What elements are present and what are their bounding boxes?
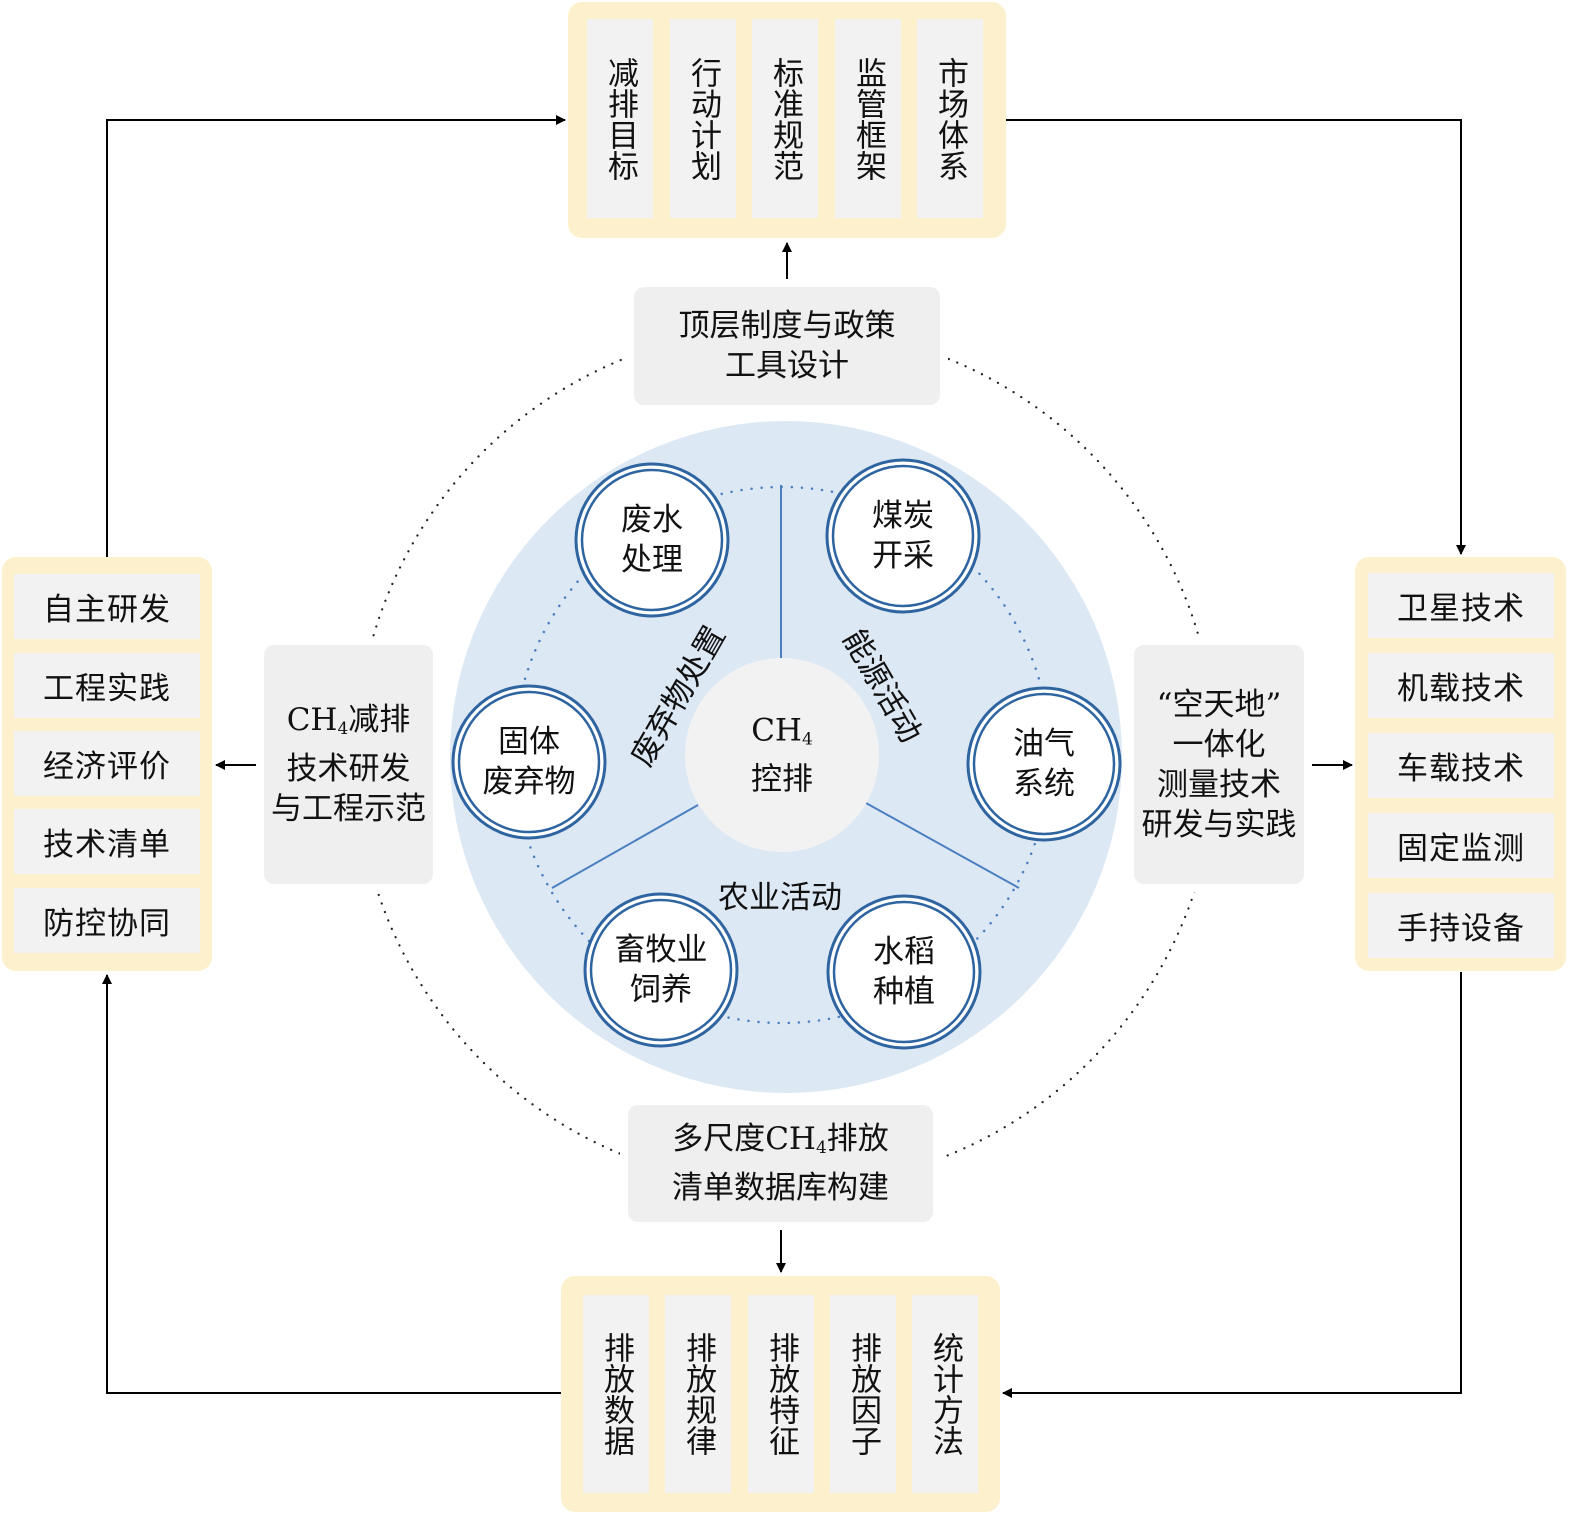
- arrow-top-to-right: [1006, 119, 1466, 555]
- arrow-right-to-bottom: [1002, 972, 1462, 1398]
- sector-divider: [551, 804, 699, 889]
- policy-item: 减排目标: [587, 19, 653, 218]
- hub-text: 多尺度CH4排放: [672, 1121, 889, 1158]
- technology-item: 自主研发: [14, 574, 200, 639]
- hub-text: 技术研发: [286, 751, 411, 787]
- technology-item: 技术清单: [14, 809, 200, 874]
- source-coal-mining: 煤炭开采: [872, 498, 934, 574]
- sector-divider: [865, 802, 1020, 889]
- measurement-item: 车载技术: [1368, 733, 1554, 798]
- hub-text: 一体化: [1172, 726, 1266, 763]
- hub-policy-design: 顶层制度与政策工具设计: [634, 287, 940, 405]
- hub-text: 测量技术: [1157, 766, 1281, 803]
- hub-text: 工具设计: [725, 348, 849, 384]
- policy-item: 监管框架: [835, 19, 901, 218]
- center-disk: [685, 658, 879, 852]
- policy-item: 市场体系: [917, 19, 983, 218]
- inventory-item: 排放因子: [830, 1295, 896, 1493]
- inventory-item: 排放规律: [665, 1295, 731, 1493]
- source-circle-inner-ring: [831, 464, 975, 608]
- source-rice: 水稻种植: [873, 934, 935, 1010]
- inventory-item: 排放特征: [748, 1295, 814, 1493]
- source-circle-inner-ring: [832, 900, 976, 1044]
- source-circle-inner-ring: [972, 692, 1116, 836]
- center-label: CH4 控排: [751, 712, 813, 798]
- source-wastewater: 废水处理: [621, 502, 683, 578]
- hub-measurement-technology: “空天地”一体化测量技术研发与实践: [1134, 645, 1304, 884]
- category-agriculture: 农业活动: [718, 880, 842, 916]
- hub-text: 顶层制度与政策: [678, 308, 896, 344]
- source-solid-waste: 固体废弃物: [482, 724, 576, 800]
- hub-text: CH4减排: [286, 702, 411, 739]
- arrow-left-to-top: [106, 115, 566, 557]
- hub-text: 与工程示范: [271, 791, 426, 827]
- hub-reduction-technology: CH4减排技术研发与工程示范: [264, 645, 433, 884]
- measurement-item: 机载技术: [1368, 653, 1554, 718]
- technology-item: 防控协同: [14, 888, 200, 953]
- policy-item: 行动计划: [670, 19, 736, 218]
- technology-item: 工程实践: [14, 653, 200, 718]
- measurement-item: 卫星技术: [1368, 573, 1554, 638]
- inventory-item: 排放数据: [583, 1295, 649, 1493]
- inventory-item: 统计方法: [912, 1295, 978, 1493]
- source-circle-inner-ring: [457, 690, 601, 834]
- source-circle-inner-ring: [580, 468, 724, 612]
- measurement-item: 手持设备: [1368, 893, 1554, 958]
- technology-item: 经济评价: [14, 731, 200, 796]
- hub-text: “空天地”: [1156, 686, 1282, 723]
- measurement-item: 固定监测: [1368, 813, 1554, 878]
- source-oil-gas: 油气系统: [1013, 726, 1075, 802]
- hub-inventory-database: 多尺度CH4排放清单数据库构建: [628, 1105, 933, 1222]
- policy-item: 标准规范: [752, 19, 818, 218]
- hub-text: 研发与实践: [1141, 806, 1297, 843]
- source-livestock: 畜牧业饲养: [614, 932, 708, 1008]
- arrow-bottom-to-left: [102, 974, 561, 1394]
- hub-text: 清单数据库构建: [672, 1170, 889, 1206]
- source-circle-inner-ring: [589, 898, 733, 1042]
